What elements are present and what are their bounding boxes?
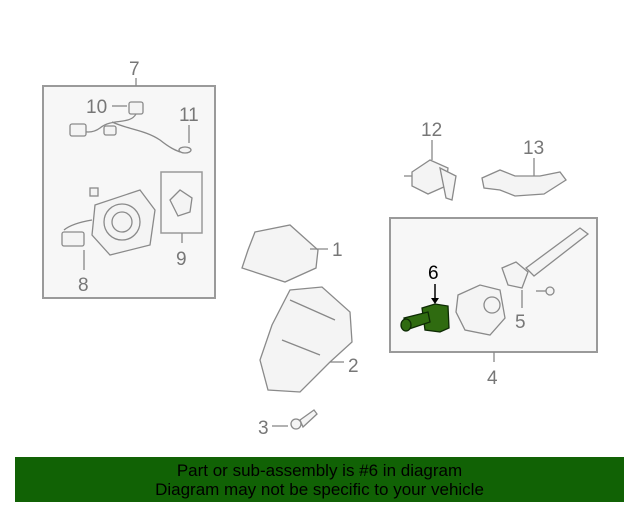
part-11-clip[interactable] — [178, 146, 192, 154]
part-5-wiper-switch[interactable] — [501, 227, 590, 296]
callout-1[interactable]: 1 — [332, 240, 343, 261]
part-3-screw[interactable] — [290, 409, 318, 430]
callout-10[interactable]: 10 — [86, 97, 107, 118]
part-12-lock-cylinder[interactable] — [404, 159, 457, 201]
part-2-lower-cover[interactable] — [259, 286, 353, 393]
callout-7[interactable]: 7 — [129, 59, 140, 80]
part-1-upper-cover[interactable] — [241, 224, 319, 283]
callout-8[interactable]: 8 — [78, 275, 89, 296]
info-banner: Part or sub-assembly is #6 in diagram Di… — [15, 457, 624, 502]
callout-13[interactable]: 13 — [523, 138, 544, 159]
part-13-lever[interactable] — [481, 169, 567, 197]
callout-2[interactable]: 2 — [348, 356, 359, 377]
part-9-cover[interactable] — [169, 189, 193, 217]
callout-6[interactable]: 6 — [428, 263, 439, 284]
combination-switch-body[interactable] — [455, 284, 506, 336]
callout-4[interactable]: 4 — [487, 368, 498, 389]
callout-9[interactable]: 9 — [176, 249, 187, 270]
banner-line-1: Part or sub-assembly is #6 in diagram — [176, 461, 463, 480]
callout-12[interactable]: 12 — [421, 120, 442, 141]
callout-11[interactable]: 11 — [179, 105, 199, 126]
banner-line-2: Diagram may not be specific to your vehi… — [155, 480, 484, 499]
part-10-wire-harness[interactable] — [69, 101, 181, 153]
part-8-clock-spring[interactable] — [61, 187, 156, 256]
callout-3[interactable]: 3 — [258, 418, 269, 439]
callout-5[interactable]: 5 — [515, 312, 526, 333]
